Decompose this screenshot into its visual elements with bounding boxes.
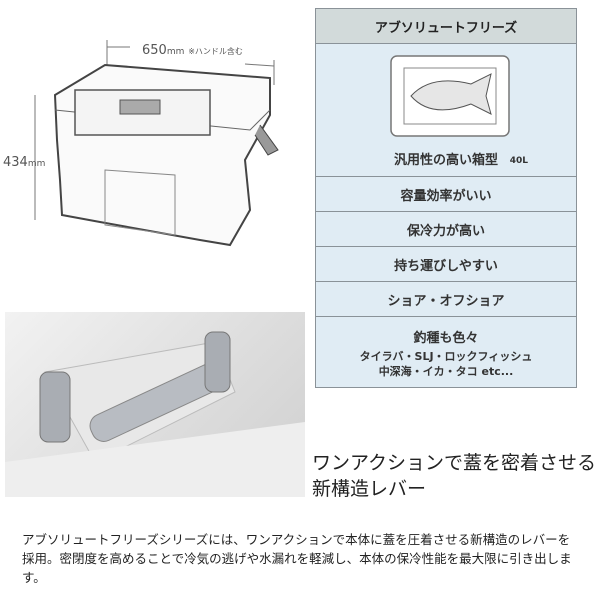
spec-row: 持ち運びしやすい <box>316 247 576 282</box>
sub-line: 中深海・イカ・タコ etc... <box>378 365 514 378</box>
spec-row: ショア・オフショア <box>316 282 576 317</box>
cooler-line-drawing <box>34 40 279 247</box>
height-value: 434 <box>3 155 28 170</box>
description-text: アブソリュートフリーズシリーズには、ワンアクションで本体に蓋を圧着させる新構造の… <box>22 532 572 585</box>
height-unit: mm <box>27 159 46 169</box>
capacity-label: 40L <box>509 156 528 166</box>
spec-table: アブソリュートフリーズ 40L 汎用性の高い箱型 容量効率がいい 保冷力が高い … <box>315 8 577 388</box>
fish-in-cooler-illustration <box>390 55 510 137</box>
spec-row-label: 釣種も色々 <box>413 331 479 346</box>
spec-title: アブソリュートフリーズ <box>316 9 576 44</box>
spec-row: 容量効率がいい <box>316 177 576 212</box>
spec-row: 保冷力が高い <box>316 212 576 247</box>
width-note: ※ハンドル含む <box>188 47 243 56</box>
width-unit: mm <box>166 47 185 57</box>
lever-headline: ワンアクションで蓋を密着させる新構造レバー <box>312 452 597 500</box>
width-value: 650 <box>142 43 167 58</box>
lever-closeup-photo <box>5 312 305 497</box>
spec-row-label: 汎用性の高い箱型 <box>393 153 498 168</box>
spec-row: 釣種も色々 タイラバ・SLJ・ロックフィッシュ中深海・イカ・タコ etc... <box>316 317 576 389</box>
spec-row: 40L 汎用性の高い箱型 <box>316 44 576 177</box>
sub-line: タイラバ・SLJ・ロックフィッシュ <box>359 350 533 363</box>
